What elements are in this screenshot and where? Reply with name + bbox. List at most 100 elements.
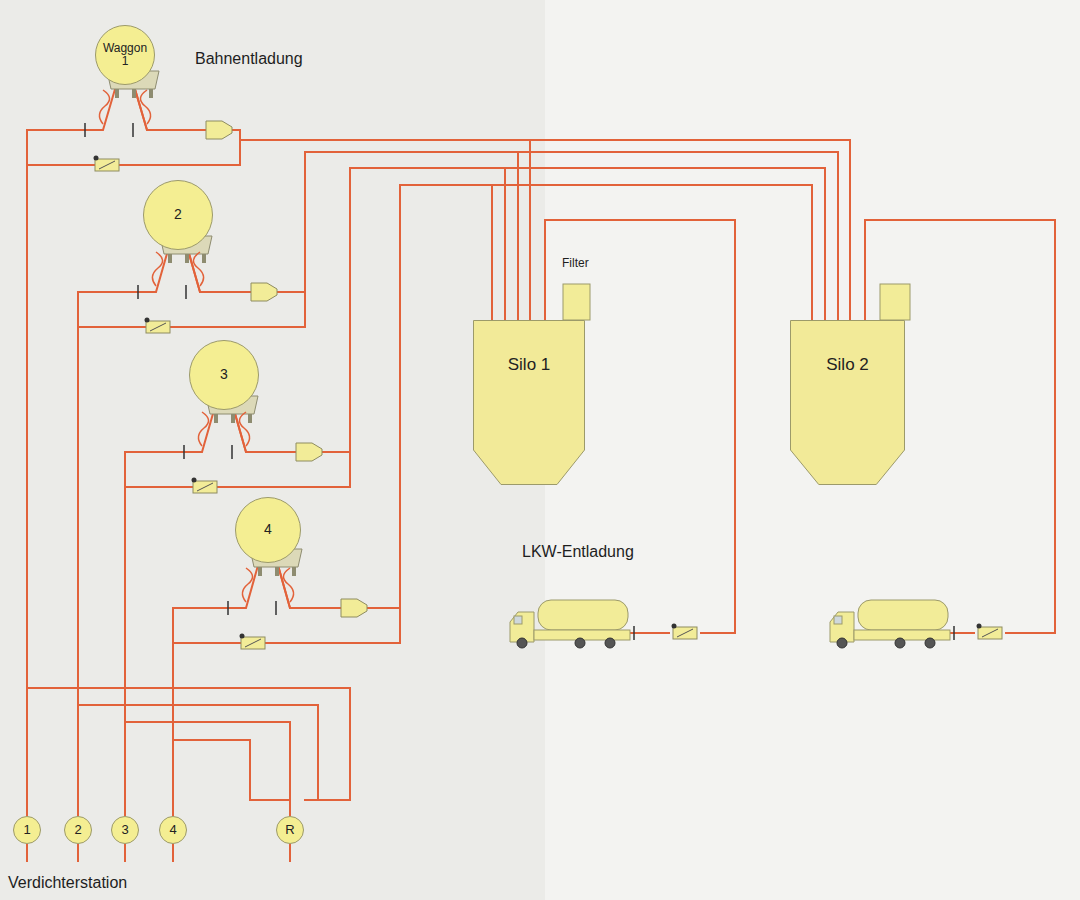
truck-wheel [605, 638, 615, 648]
silo-body [791, 321, 905, 485]
silo: Silo 2 [790, 320, 905, 485]
shutoff-mark [228, 601, 276, 615]
hose [152, 252, 162, 286]
truck-wheel [837, 638, 847, 648]
valve-line [150, 323, 166, 331]
truck [510, 600, 634, 648]
valve-actuator [240, 634, 245, 639]
waggon-leg [231, 414, 235, 423]
truck-tank [858, 600, 948, 630]
node-number: 1 [23, 823, 30, 837]
hose [239, 412, 249, 446]
compressor: 1 [13, 816, 41, 844]
valve-body [193, 481, 217, 493]
pipe-connector [27, 84, 117, 816]
shutoff-mark [953, 626, 955, 640]
bypass-pipe [173, 608, 400, 643]
node-number: 4 [264, 522, 272, 537]
valve-actuator [672, 624, 677, 629]
node-number: 2 [74, 823, 81, 837]
truck [830, 600, 954, 648]
waggon-leg [258, 567, 262, 576]
header-pipe [27, 688, 350, 800]
pipe-connector [277, 185, 492, 608]
header-pipe [78, 705, 318, 800]
valve-body [241, 637, 265, 649]
filter-box [563, 284, 590, 320]
waggon-leg [132, 89, 136, 98]
valve-symbol [145, 318, 171, 334]
silo-filters [563, 284, 910, 320]
valve-line [197, 483, 213, 491]
silo: Silo 1 [473, 320, 585, 485]
ejector [206, 121, 232, 139]
node-number: 2 [174, 207, 182, 222]
shutoff-mark [85, 123, 133, 137]
compressor: 2 [64, 816, 92, 844]
filter-box [880, 284, 910, 320]
hose [99, 90, 109, 124]
waggon-leg [248, 414, 252, 423]
truck-pipes [545, 220, 1055, 633]
valve-actuator [94, 156, 99, 161]
valve-symbol [672, 624, 698, 640]
waggon-leg [202, 254, 206, 263]
valve-body [978, 627, 1002, 639]
waggon-leg [168, 254, 172, 263]
valve-body [673, 627, 697, 639]
header-pipe [173, 740, 290, 800]
valve-line [982, 629, 998, 637]
pipe-connector [125, 409, 214, 816]
waggon-leg [185, 254, 189, 263]
background-panel [0, 0, 545, 900]
hose [193, 252, 203, 286]
valve-actuator [977, 624, 982, 629]
waggon-leg [214, 414, 218, 423]
plant-label: Filter [562, 256, 589, 270]
waggon-leg [292, 567, 296, 576]
compressor-header [27, 688, 350, 862]
waggon-tank: Waggon 1 [95, 25, 155, 85]
valve-symbol [192, 478, 218, 494]
silo-name: Silo 1 [508, 356, 551, 375]
valve-symbol [977, 624, 1003, 640]
pipe-connector [133, 84, 850, 320]
node-number: Waggon 1 [100, 42, 150, 68]
fittings [27, 71, 1002, 649]
truck-wheel [925, 638, 935, 648]
pipe-connector [234, 168, 505, 452]
waggon-leg [149, 89, 153, 98]
hose [283, 568, 293, 602]
hose [198, 412, 208, 446]
shutoff-mark [184, 445, 232, 459]
truck-window [834, 616, 842, 624]
truck-wheel [517, 638, 527, 648]
waggon-leg [115, 89, 119, 98]
plant-label: Bahnentladung [195, 50, 303, 68]
compressor: 4 [159, 816, 187, 844]
node-number: 4 [169, 823, 176, 837]
truck-window [514, 616, 522, 624]
tank-trucks [510, 600, 954, 648]
pipe-connector [78, 249, 168, 816]
silo-name: Silo 2 [826, 356, 869, 375]
shutoff-mark [138, 285, 186, 299]
waggon-tank: 4 [235, 497, 301, 563]
waggon-leg [275, 567, 279, 576]
silo-body [474, 321, 585, 485]
valve-line [99, 161, 115, 169]
ejector [296, 443, 322, 461]
hose [140, 90, 150, 124]
hose [242, 568, 252, 602]
plant-label: Verdichterstation [8, 874, 127, 892]
truck-wheel [895, 638, 905, 648]
node-number: R [285, 823, 294, 837]
valve-body [146, 321, 170, 333]
ejector [341, 599, 367, 617]
valve-symbol [240, 634, 266, 650]
header-pipe [125, 722, 290, 816]
pipe-connector [188, 152, 518, 320]
valve-body [95, 159, 119, 171]
plant-label: LKW-Entladung [522, 543, 634, 561]
